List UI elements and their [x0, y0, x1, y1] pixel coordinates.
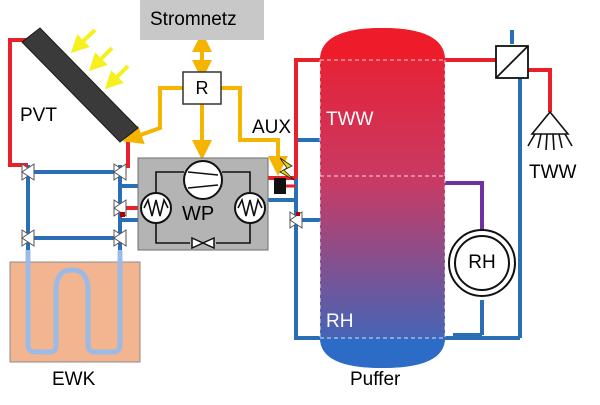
heat-exchanger-icon [140, 192, 266, 224]
valve-marker [296, 212, 300, 216]
sun-ray-arrow [70, 28, 130, 90]
electric-heater-icon [274, 157, 296, 194]
hot-water-zone-label: TWW [326, 109, 374, 130]
heat-pump-circuit [155, 171, 251, 244]
ground-loop-pipe [25, 250, 123, 355]
controller-box [182, 71, 222, 105]
grid-label: Stromnetz [150, 9, 237, 30]
hot-water-tap-label: TWW [529, 162, 577, 183]
radiator-icon [448, 229, 516, 297]
ground-exchanger-label: EWK [52, 369, 96, 390]
pvt-collector [21, 27, 139, 143]
heating-loop-pipe [445, 181, 484, 230]
hot-pipes [8, 38, 552, 210]
heating-zone-label: RH [326, 311, 354, 332]
valve-marker [120, 212, 125, 217]
expansion-valve-icon [191, 236, 215, 250]
heat-pump-label: WP [182, 203, 215, 225]
aux-label: AUX [252, 117, 292, 138]
shower-head-icon [527, 110, 573, 151]
storage-tank [319, 28, 446, 368]
storage-label: Puffer [350, 369, 401, 390]
signal-lines [122, 31, 288, 176]
compressor-icon [183, 160, 223, 200]
collector-label: PVT [20, 105, 57, 126]
plate-heat-exchanger-icon [495, 45, 529, 79]
controller-label: R [195, 77, 209, 98]
grid-box [140, 0, 264, 40]
heating-circuit-label: RH [468, 252, 496, 273]
